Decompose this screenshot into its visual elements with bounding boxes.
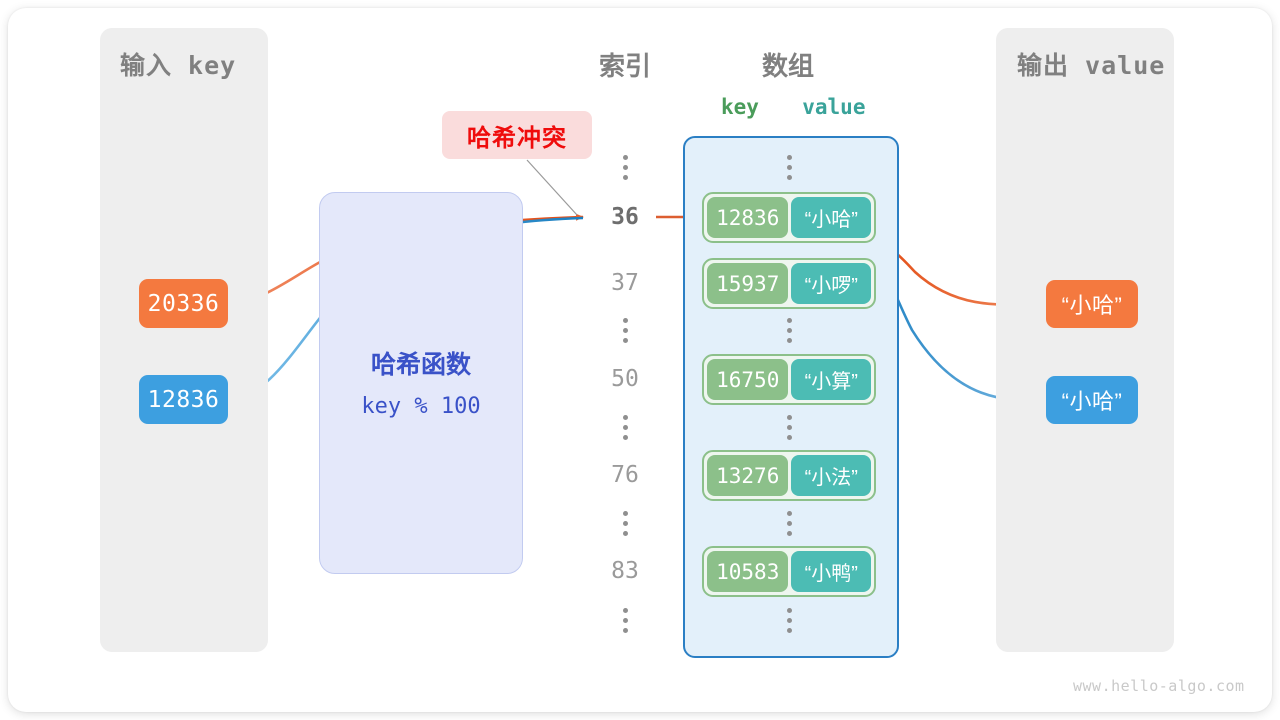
index-label-83: 83 xyxy=(611,558,639,584)
watermark: www.hello-algo.com xyxy=(1073,677,1245,695)
index-label-50: 50 xyxy=(611,366,639,392)
array-entry-50[interactable]: 16750 “小算” xyxy=(702,354,876,405)
array-dots-2 xyxy=(754,415,824,440)
hash-function-expression: key % 100 xyxy=(361,394,481,419)
hash-function-label: 哈希函数 xyxy=(370,351,471,379)
index-column-heading: 索引 xyxy=(598,51,651,81)
array-column-heading: 数组 xyxy=(761,51,814,81)
array-entry-value-xiaoluo: “小啰” xyxy=(791,263,871,304)
output-value-chip-blue[interactable]: “小哈” xyxy=(1046,376,1138,424)
array-entry-key-12836: 12836 xyxy=(707,197,789,238)
array-entry-value-xiaoya: “小鸭” xyxy=(791,551,871,592)
index-dots-3 xyxy=(590,511,660,536)
index-dots-2 xyxy=(590,415,660,440)
array-entry-83[interactable]: 10583 “小鸭” xyxy=(702,546,876,597)
array-dots-1 xyxy=(754,318,824,343)
index-dots-4 xyxy=(590,608,660,633)
index-label-37: 37 xyxy=(611,270,639,296)
hash-function-box: 哈希函数 key % 100 xyxy=(319,192,523,574)
output-panel-title: 输出 value xyxy=(1017,51,1166,80)
array-dots-0 xyxy=(754,155,824,180)
input-key-chip-12836[interactable]: 12836 xyxy=(139,375,228,424)
array-entry-key-15937: 15937 xyxy=(707,263,789,304)
array-entry-37[interactable]: 15937 “小啰” xyxy=(702,258,876,309)
output-value-chip-orange[interactable]: “小哈” xyxy=(1046,280,1138,328)
index-label-76: 76 xyxy=(611,462,639,488)
index-dots-0 xyxy=(590,155,660,180)
index-label-36: 36 xyxy=(611,204,639,230)
badge-leader-line xyxy=(526,159,578,216)
input-key-chip-20336[interactable]: 20336 xyxy=(139,279,228,328)
hash-collision-badge: 哈希冲突 xyxy=(442,111,592,159)
array-entry-value-xiaosuan: “小算” xyxy=(791,359,871,400)
array-dots-3 xyxy=(754,511,824,536)
index-dots-1 xyxy=(590,318,660,343)
array-entry-value-xiaoha: “小哈” xyxy=(791,197,871,238)
array-dots-4 xyxy=(754,608,824,633)
output-panel xyxy=(996,28,1174,652)
key-heading-text: key xyxy=(721,95,759,119)
array-entry-value-xiaofa: “小法” xyxy=(791,455,871,496)
array-entry-key-10583: 10583 xyxy=(707,551,789,592)
array-entry-36[interactable]: 12836 “小哈” xyxy=(702,192,876,243)
input-panel-title: 输入 key xyxy=(120,51,237,80)
value-heading-text: value xyxy=(802,95,866,119)
array-kv-heading: key value xyxy=(721,95,865,119)
array-entry-key-16750: 16750 xyxy=(707,359,789,400)
array-entry-76[interactable]: 13276 “小法” xyxy=(702,450,876,501)
array-entry-key-13276: 13276 xyxy=(707,455,789,496)
input-panel xyxy=(100,28,268,652)
